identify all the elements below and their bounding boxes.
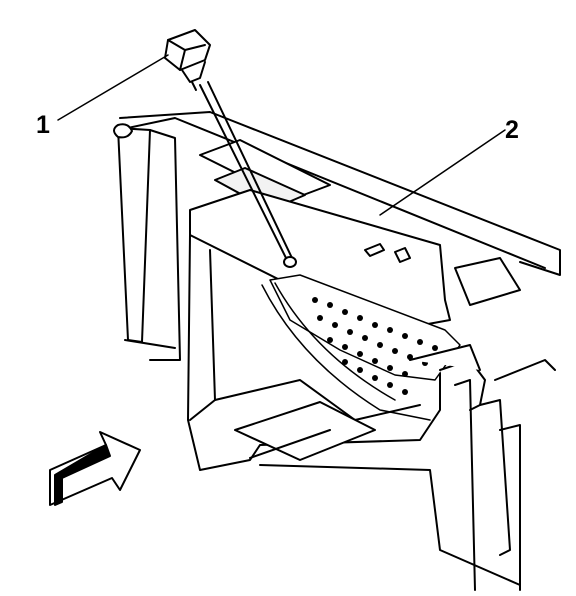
left-pillar [113, 123, 181, 361]
installation-line [199, 84, 289, 263]
callout-2: 2 [505, 116, 519, 144]
leader-line-1 [57, 54, 169, 121]
fastener-clip [164, 29, 211, 91]
panel-clips [364, 243, 411, 263]
callout-1: 1 [36, 111, 50, 139]
leader-line-2 [379, 129, 506, 216]
right-bracket [409, 257, 556, 591]
vent-grille [261, 274, 461, 421]
installation-line-2 [207, 81, 293, 259]
instrument-panel-lower [187, 189, 521, 586]
fastener-hole [283, 256, 297, 268]
view-arrow [49, 431, 141, 506]
